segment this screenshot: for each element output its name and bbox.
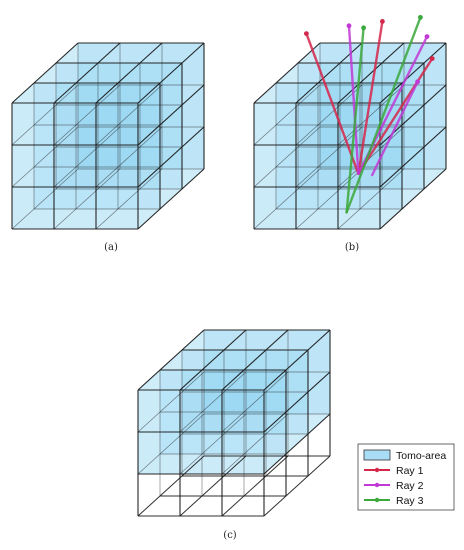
legend-tomo-label: Tomo-area	[396, 450, 446, 462]
grid-edge-y	[337, 168, 405, 230]
cube-panel-c	[137, 329, 331, 517]
grid-edge-y	[53, 84, 121, 146]
grid-edge-y	[179, 329, 247, 391]
legend-ray2-label: Ray 2	[396, 480, 424, 492]
grid-edge-y	[137, 84, 205, 146]
grid-edge-y	[11, 42, 79, 104]
grid-edge-y	[379, 126, 447, 188]
ray-2-segment	[347, 24, 360, 176]
grid-edge-y	[11, 168, 79, 230]
grid-edge-y	[337, 84, 405, 146]
grid-edge-y	[263, 371, 331, 433]
grid-fill-plane	[34, 83, 160, 209]
grid-fill-side	[380, 43, 446, 229]
grid-edge-y	[221, 329, 289, 391]
grid-fill-top	[138, 330, 330, 390]
grid-edge-y	[11, 84, 79, 146]
ray-2-endpoint	[424, 34, 430, 39]
base-edge-y	[221, 455, 289, 517]
grid-edge-y	[95, 42, 163, 104]
ray-2-segment	[371, 80, 419, 177]
grid-edge-y	[137, 168, 205, 230]
panel-b-label: (b)	[344, 242, 360, 253]
grid-edge-y	[137, 126, 205, 188]
legend-tomo-swatch	[363, 449, 391, 461]
grid-edge-y	[295, 84, 363, 146]
ray-1-endpoint	[380, 19, 385, 24]
grid-edge-y	[253, 126, 321, 188]
grid-edge-y	[253, 84, 321, 146]
grid-edge-y	[179, 371, 247, 433]
grid-edge-y	[53, 42, 121, 104]
grid-edge-y	[221, 413, 289, 475]
legend-ray3-marker	[374, 497, 380, 503]
panel-a-label: (a)	[104, 242, 118, 253]
grid-edge-y	[137, 371, 205, 433]
ray-1-segment	[305, 32, 360, 176]
grid-edge-y	[95, 126, 163, 188]
grid-edge-y	[137, 42, 205, 104]
grid-edge-y	[53, 168, 121, 230]
rays-panel-b	[304, 15, 435, 214]
ray-1-endpoint	[304, 31, 309, 36]
grid-fill-plane	[56, 63, 182, 189]
grid-fill-plane	[276, 83, 402, 209]
base-edge-y	[137, 455, 205, 517]
base-edge-y	[179, 455, 247, 517]
ray-1-segment	[357, 57, 434, 176]
grid-fill-top	[254, 43, 446, 103]
grid-edge-y	[295, 126, 363, 188]
ray-2-endpoint	[346, 23, 352, 29]
grid-fill-plane	[78, 43, 204, 169]
ray-2-endpoint	[415, 79, 420, 85]
grid-edge-y	[137, 329, 205, 391]
legend-ray1-marker	[374, 467, 380, 473]
ray-3-segment	[345, 16, 422, 214]
grid-edge-y	[263, 413, 331, 475]
grid-edge-y	[221, 371, 289, 433]
base-edge-y	[263, 455, 331, 517]
ray-1-endpoint	[429, 56, 435, 61]
grid-fill-top	[12, 43, 204, 103]
grid-edge-y	[263, 329, 331, 391]
panel-c-label: (c)	[223, 530, 237, 541]
legend-ray2-marker	[374, 482, 380, 488]
grid-edge-y	[253, 42, 321, 104]
grid-edge-y	[137, 413, 205, 475]
grid-edge-y	[379, 168, 447, 230]
grid-edge-y	[95, 84, 163, 146]
ray-3-endpoint	[418, 15, 423, 20]
grid-edge-y	[95, 168, 163, 230]
legend-ray3-label: Ray 3	[396, 495, 424, 507]
legend-ray1-label: Ray 1	[396, 465, 424, 477]
grid-edge-y	[53, 126, 121, 188]
grid-fill-plane	[12, 103, 138, 229]
grid-fill-side	[138, 43, 204, 229]
cube-panel-a	[11, 42, 205, 230]
grid-edge-y	[337, 42, 405, 104]
ray-1-segment	[357, 20, 384, 176]
grid-edge-y	[179, 413, 247, 475]
grid-edge-y	[253, 168, 321, 230]
ray-3-endpoint	[361, 25, 366, 31]
grid-edge-y	[11, 126, 79, 188]
grid-edge-y	[295, 168, 363, 230]
ray-3-segment	[345, 26, 365, 214]
